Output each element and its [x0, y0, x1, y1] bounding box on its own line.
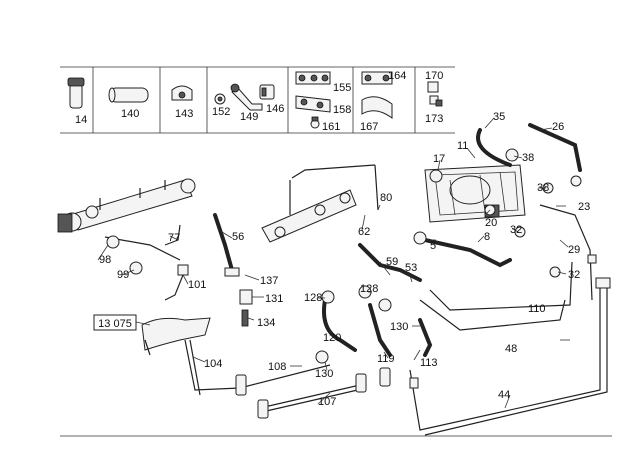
- callout-137: 137: [260, 275, 278, 287]
- callout-35: 35: [493, 111, 505, 123]
- legend-label-164: 164: [388, 70, 406, 82]
- callout-44: 44: [498, 389, 510, 401]
- callout-11: 11: [457, 140, 468, 152]
- legend-label-155: 155: [333, 82, 351, 94]
- legend-part-158-drawing: [295, 95, 331, 113]
- callout-32-right: 32: [568, 269, 580, 281]
- callout-80: 80: [380, 192, 392, 204]
- callout-23: 23: [578, 201, 590, 213]
- legend-label-143: 143: [175, 108, 193, 120]
- callout-62: 62: [358, 226, 370, 238]
- callout-77: 77: [168, 232, 180, 244]
- fuel-rail-left: [57, 178, 196, 233]
- callout-120: 120: [323, 332, 341, 344]
- legend-part-155-drawing: [295, 71, 331, 85]
- leader-lines: [97, 117, 570, 409]
- callout-128-left: 128: [304, 292, 322, 304]
- throttle-assembly: [141, 317, 211, 356]
- legend-part-140-drawing: [108, 87, 149, 103]
- callout-101: 101: [188, 279, 206, 291]
- legend-part-152-drawing: [214, 93, 226, 105]
- callout-134: 134: [257, 317, 275, 329]
- reference-box-label: 13 075: [98, 318, 132, 330]
- callout-110: 110: [528, 303, 546, 315]
- legend-label-161: 161: [322, 121, 340, 133]
- legend-part-14-drawing: [67, 77, 85, 109]
- legend-label-167: 167: [360, 121, 378, 133]
- callout-130-left: 130: [315, 368, 333, 380]
- reference-box: 13 075: [93, 314, 137, 331]
- callout-119: 119: [377, 353, 395, 365]
- legend-part-149-drawing: [230, 83, 263, 111]
- callout-104: 104: [204, 358, 222, 370]
- callout-59: 59: [386, 256, 398, 268]
- legend-label-140: 140: [121, 108, 139, 120]
- legend-label-173: 173: [425, 113, 443, 125]
- legend-label-146: 146: [266, 103, 284, 115]
- callout-38-mid: 38: [537, 182, 549, 194]
- legend-part-167-drawing: [361, 96, 393, 119]
- legend-part-146-drawing: [259, 84, 275, 100]
- callout-8: 8: [484, 231, 490, 243]
- callout-29: 29: [568, 244, 580, 256]
- callout-20: 20: [485, 217, 497, 229]
- legend-label-149: 149: [240, 111, 258, 123]
- callout-48: 48: [505, 343, 517, 355]
- callout-107: 107: [318, 396, 336, 408]
- callout-130-right: 130: [390, 321, 408, 333]
- callout-38-top: 38: [522, 152, 534, 164]
- callout-26: 26: [552, 121, 564, 133]
- pipes: [104, 123, 608, 436]
- callouts: 35 26 11 38 17 38 23 80 20 32 62 8 5 29 …: [99, 111, 590, 408]
- legend-part-161-drawing: [310, 116, 320, 129]
- callout-113: 113: [420, 357, 438, 369]
- callout-131: 131: [265, 293, 283, 305]
- callout-128-right: 128: [360, 283, 378, 295]
- legend-label-14: 14: [75, 114, 87, 126]
- legend-label-152: 152: [212, 106, 230, 118]
- legend-part-170-drawing: [427, 81, 443, 107]
- callout-53: 53: [405, 262, 417, 274]
- callout-98: 98: [99, 254, 111, 266]
- callout-99: 99: [117, 269, 129, 281]
- callout-17: 17: [433, 153, 445, 165]
- legend-part-164-drawing: [361, 71, 393, 85]
- fuel-rail-middle: [261, 164, 376, 243]
- legend-label-158: 158: [333, 104, 351, 116]
- legend-label-170: 170: [425, 70, 443, 82]
- legend-part-143-drawing: [171, 85, 193, 101]
- callout-5: 5: [430, 240, 436, 252]
- callout-56: 56: [232, 231, 244, 243]
- callout-108: 108: [268, 361, 286, 373]
- fittings: [106, 148, 611, 419]
- legend-table: [60, 66, 455, 134]
- callout-32-top: 32: [510, 224, 522, 236]
- engine-component: [424, 164, 526, 223]
